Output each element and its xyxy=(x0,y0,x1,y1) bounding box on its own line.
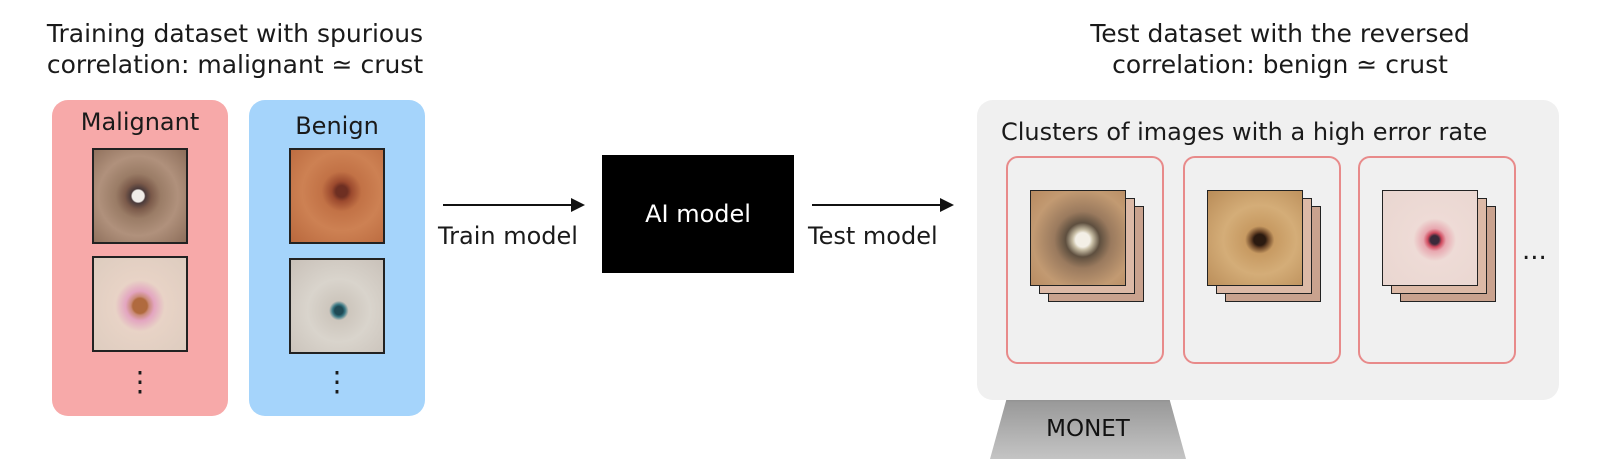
clusters-panel: Clusters of images with a high error rat… xyxy=(977,100,1559,400)
monet-label: MONET xyxy=(1046,416,1130,442)
ai-model-label: AI model xyxy=(645,200,751,228)
error-cluster-2 xyxy=(1183,156,1341,364)
benign-more-indicator: ⋮ xyxy=(323,365,351,398)
malignant-lesion-image-1 xyxy=(92,148,188,244)
test-model-label: Test model xyxy=(808,222,938,250)
benign-lesion-image-2 xyxy=(289,258,385,354)
clusters-more-indicator: ... xyxy=(1522,236,1547,266)
training-dataset-caption: Training dataset with spurious correlati… xyxy=(30,18,440,80)
benign-panel: Benign ⋮ xyxy=(249,100,425,416)
training-caption-line2: correlation: malignant ≃ crust xyxy=(46,50,424,79)
benign-lesion-image-1 xyxy=(289,148,385,244)
test-dataset-caption: Test dataset with the reversed correlati… xyxy=(1070,18,1490,80)
malignant-more-indicator: ⋮ xyxy=(126,365,154,398)
cluster-3-lesion-image xyxy=(1382,190,1478,286)
ai-model-box: AI model xyxy=(602,155,794,273)
cluster-1-lesion-image xyxy=(1030,190,1126,286)
error-cluster-3 xyxy=(1358,156,1516,364)
cluster-2-lesion-image xyxy=(1207,190,1303,286)
clusters-panel-title: Clusters of images with a high error rat… xyxy=(1001,118,1488,146)
training-caption-line1: Training dataset with spurious xyxy=(46,19,424,48)
malignant-lesion-image-2 xyxy=(92,256,188,352)
malignant-panel-title: Malignant xyxy=(80,108,200,136)
benign-panel-title: Benign xyxy=(295,112,379,140)
malignant-panel: Malignant ⋮ xyxy=(52,100,228,416)
train-model-label: Train model xyxy=(438,222,578,250)
test-arrow xyxy=(812,198,954,212)
train-arrow xyxy=(443,198,585,212)
test-caption-line2: correlation: benign ≃ crust xyxy=(1112,50,1448,79)
error-cluster-1 xyxy=(1006,156,1164,364)
test-caption-line1: Test dataset with the reversed xyxy=(1090,19,1470,48)
